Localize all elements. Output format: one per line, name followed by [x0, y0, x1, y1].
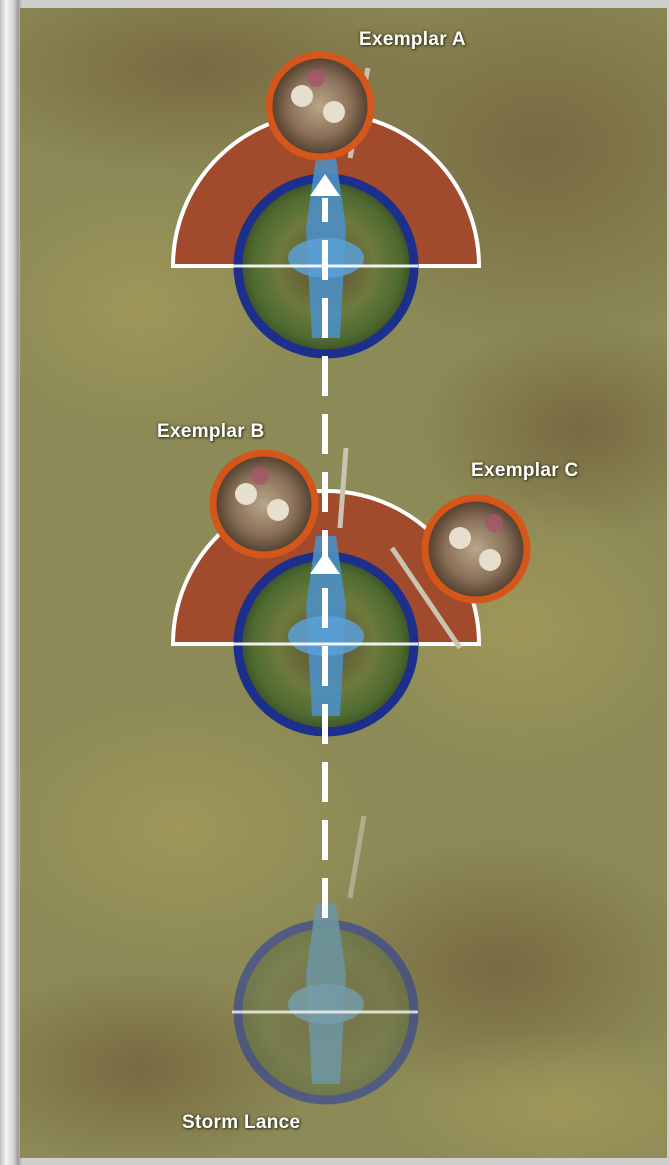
- exemplar-c-base-icon[interactable]: [425, 498, 527, 600]
- label-exemplar-c: Exemplar C: [471, 460, 579, 482]
- board-svg: [20, 8, 667, 1158]
- label-storm-lance: Storm Lance: [182, 1112, 300, 1134]
- exemplar-a-base-icon[interactable]: [269, 55, 371, 157]
- game-board: Exemplar A Exemplar B Exemplar C Storm L…: [20, 8, 667, 1158]
- exemplar-b-base-icon[interactable]: [213, 453, 315, 555]
- label-exemplar-a: Exemplar A: [359, 29, 466, 51]
- label-exemplar-b: Exemplar B: [157, 421, 265, 443]
